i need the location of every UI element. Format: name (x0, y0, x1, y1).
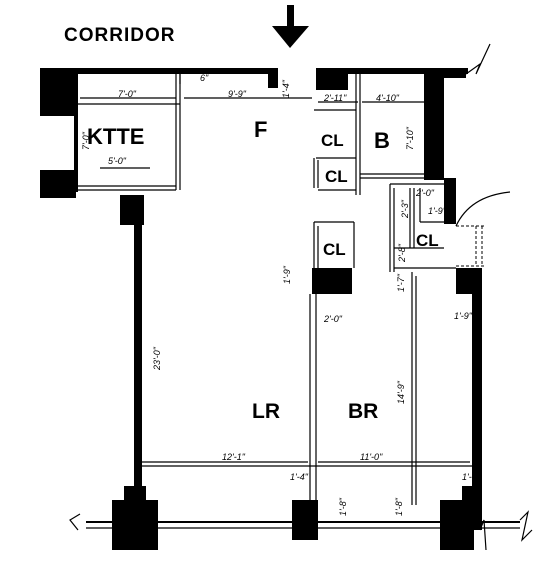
dim-closet-depth: 2'-0" (323, 314, 343, 324)
dim-closet-small-b: 1'-9" (428, 206, 447, 216)
dim-corridor-jog: 1'-4" (281, 79, 291, 98)
entry-arrow-icon (272, 5, 309, 48)
dim-lr-depth: 23'-0" (152, 346, 162, 371)
closet-4-label: CL (416, 231, 439, 250)
room-foyer-label: F (254, 117, 267, 142)
closet-1-label: CL (321, 131, 344, 150)
dim-bath-depth: 7'-10" (405, 126, 415, 150)
dim-bath-width: 4'-10" (376, 93, 400, 103)
dim-bedroom-closet-depth: 2'-3" (400, 199, 410, 219)
dim-sill-left: 1'-8" (338, 497, 348, 516)
dim-kitchen-depth: 7'-0" (81, 131, 91, 150)
corridor-label: CORRIDOR (64, 25, 175, 46)
room-kitchen-label: KTTE (87, 124, 144, 149)
dim-kitchen-counter: 5'-0" (108, 156, 127, 166)
dim-column-width: 1'-9" (454, 311, 473, 321)
dim-sill-right: 1'-8" (394, 497, 404, 516)
dim-br-width: 11'-0" (360, 452, 383, 462)
closet-3-label: CL (323, 240, 346, 259)
dim-lr-width: 12'-1" (222, 452, 246, 462)
dim-closet-width: 2'-11" (323, 93, 347, 103)
dim-column-depth: 1'-9" (282, 265, 292, 284)
dim-closet-small-a: 2'-0" (415, 188, 435, 198)
dimension-lines (80, 97, 470, 463)
dim-br-depth: 14'-9" (396, 380, 406, 404)
dim-kitchen-width: 7'-0" (118, 89, 137, 99)
dim-bedroom-closet-width: 2'-8" (397, 243, 407, 263)
room-bedroom-label: BR (348, 400, 378, 423)
room-bath-label: B (374, 128, 390, 153)
partition-walls (69, 43, 533, 551)
structural-walls (40, 68, 482, 550)
room-living-label: LR (252, 400, 280, 423)
dim-entry-offset: 6" (200, 73, 209, 83)
dim-col-left-low: 1'-4" (290, 472, 309, 482)
dim-foyer-width: 9'-9" (228, 89, 247, 99)
closet-2-label: CL (325, 167, 348, 186)
dim-bedroom-offset: 1'-7" (396, 273, 406, 292)
dim-col-right-low: 1'-0" (462, 472, 481, 482)
